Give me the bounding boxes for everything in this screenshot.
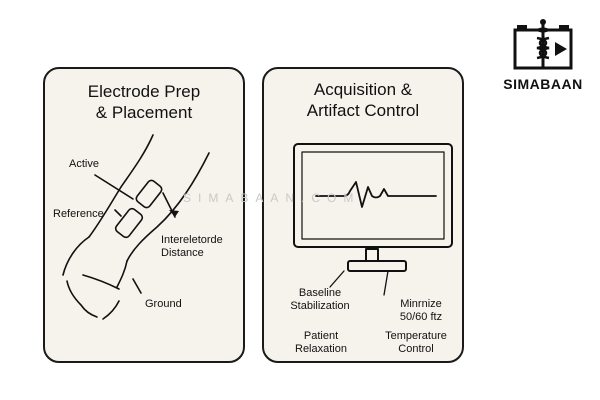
palm-line bbox=[116, 260, 128, 288]
baseline-leader bbox=[329, 270, 345, 288]
logo-text: SIMABAAN bbox=[503, 76, 583, 92]
patient-relaxation-label: Patient Relaxation bbox=[295, 330, 347, 355]
acquisition-panel: Acquisition & Artifact Control Baseline … bbox=[262, 67, 464, 363]
thumb-outline bbox=[62, 236, 90, 276]
hand-outline bbox=[66, 280, 98, 318]
minimize-leader bbox=[383, 270, 389, 296]
caduceus-video-icon bbox=[513, 19, 573, 70]
monitor-neck bbox=[365, 248, 379, 262]
reference-leader bbox=[114, 209, 122, 217]
reference-label: Reference bbox=[53, 208, 104, 220]
monitor-screen bbox=[301, 151, 445, 240]
active-label: Active bbox=[69, 158, 99, 170]
minimize-label: Minrnize 50/60 ftz bbox=[399, 298, 443, 323]
active-leader bbox=[94, 174, 134, 200]
active-electrode bbox=[135, 179, 163, 209]
baseline-stabilization-label: Baseline Stabilization bbox=[290, 287, 350, 312]
temperature-control-label: Temperature Control bbox=[385, 330, 447, 355]
monitor-illustration bbox=[293, 143, 453, 296]
forearm-hand-illustration bbox=[62, 134, 210, 320]
monitor-bezel bbox=[293, 143, 453, 248]
finger-tip-line bbox=[102, 300, 120, 320]
reference-electrode bbox=[114, 207, 144, 239]
simabaan-logo: SIMABAAN bbox=[497, 16, 589, 96]
interelectrode-distance-label: Intereletorde Distance bbox=[161, 234, 223, 259]
distance-arrowhead bbox=[169, 210, 179, 217]
forearm-outline-lower bbox=[126, 152, 210, 262]
electrode-prep-panel: Electrode Prep & Placement Active R bbox=[43, 67, 245, 363]
forearm-outline-upper bbox=[88, 134, 154, 238]
watermark: SIMABAAN.COM bbox=[183, 191, 361, 205]
finger-line bbox=[82, 274, 120, 290]
acquisition-panel-title: Acquisition & Artifact Control bbox=[306, 80, 420, 120]
ground-leader bbox=[132, 278, 142, 294]
emg-waveform bbox=[315, 181, 437, 208]
ground-label: Ground bbox=[145, 298, 182, 310]
monitor-base bbox=[347, 260, 407, 272]
electrode-panel-title: Electrode Prep & Placement bbox=[87, 82, 201, 122]
